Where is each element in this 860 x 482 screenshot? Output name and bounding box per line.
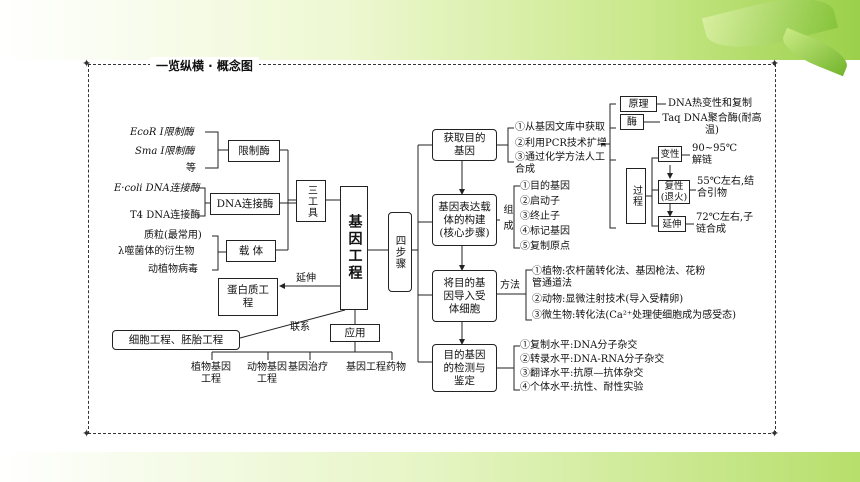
- four-steps-box: 四步骤: [388, 212, 412, 292]
- pcr-enzyme-box: 酶: [620, 114, 644, 130]
- application-box: 应用: [330, 324, 380, 342]
- apply-item-plant: 植物基因工程: [191, 362, 231, 385]
- step2-item-1: ①目的基因: [520, 181, 570, 192]
- step-build-vector: 基因表达载体的构建(核心步骤): [432, 194, 497, 246]
- enzyme-example-1: EcoR Ⅰ限制酶: [130, 127, 194, 138]
- page-title: 一览纵横 · 概念图: [150, 57, 259, 74]
- pcr-denature-text: 90~95℃解链: [692, 143, 738, 166]
- pcr-process-box: 过程: [626, 168, 646, 224]
- vector-example-1: 质粒(最常用): [144, 230, 202, 241]
- pcr-extension-text: 72℃左右,子链合成: [696, 212, 754, 235]
- extension-label: 延伸: [296, 273, 316, 284]
- step4-item-4: ④个体水平:抗性、耐性实验: [520, 382, 644, 393]
- corner-ornament-bottom-left: ✦: [82, 427, 92, 440]
- pcr-principle-box: 原理: [620, 96, 657, 112]
- step2-item-5: ⑤复制原点: [520, 241, 570, 252]
- vector-example-3: 动植物病毒: [148, 264, 198, 275]
- ligase-example-2: T4 DNA连接酶: [130, 210, 201, 221]
- corner-ornament-top-right: ✦: [770, 57, 780, 70]
- three-tools-box: 三工具: [296, 180, 326, 222]
- vector-example-2: λ噬菌体的衍生物: [118, 246, 195, 257]
- pcr-anneal-text: 55℃左右,结合引物: [697, 176, 755, 199]
- step2-composition-label: 组成: [501, 204, 512, 236]
- pcr-anneal-box: 复性(退火): [658, 180, 690, 204]
- apply-item-gene-therapy: 基因治疗: [288, 362, 328, 373]
- step1-item-3: ③通过化学方法人工合成: [515, 152, 605, 175]
- step3-item-3: ③微生物:转化法(Ca²⁺处理使细胞成为感受态): [532, 310, 737, 321]
- vector-box: 载 体: [226, 240, 276, 262]
- step2-item-2: ②启动子: [520, 196, 560, 207]
- ligase-example-1: E·coli DNA连接酶: [114, 183, 200, 194]
- relation-label: 联系: [290, 322, 310, 333]
- step3-item-2: ②动物:显微注射技术(导入受精卵): [532, 294, 684, 305]
- corner-ornament-top-left: ✦: [82, 57, 92, 70]
- step4-item-3: ③翻译水平:抗原—抗体杂交: [520, 368, 644, 379]
- step3-item-1: ①植物:农杆菌转化法、基因枪法、花粉管通道法: [532, 266, 706, 289]
- genetic-engineering-center: 基因工程: [340, 186, 368, 310]
- corner-ornament-bottom-right: ✦: [770, 427, 780, 440]
- step-introduce-gene: 将目的基因导入受体细胞: [432, 270, 497, 322]
- cell-embryo-engineering-box: 细胞工程、胚胎工程: [112, 330, 240, 350]
- enzyme-example-3: 等: [186, 163, 196, 174]
- concept-map-frame: [88, 64, 776, 434]
- footer-gradient-band: [0, 452, 860, 482]
- protein-engineering-box: 蛋白质工程: [218, 278, 278, 316]
- step-obtain-gene: 获取目的基因: [432, 129, 497, 161]
- step2-item-4: ④标记基因: [520, 226, 570, 237]
- apply-item-animal: 动物基因工程: [247, 362, 287, 385]
- step4-item-1: ①复制水平:DNA分子杂交: [520, 340, 638, 351]
- pcr-enzyme-text: Taq DNA聚合酶(耐高温): [662, 113, 762, 136]
- dna-ligase-box: DNA连接酶: [210, 193, 280, 215]
- pcr-principle-text: DNA热变性和复制: [668, 98, 752, 109]
- step4-item-2: ②转录水平:DNA-RNA分子杂交: [520, 354, 665, 365]
- apply-item-drugs: 基因工程药物: [346, 362, 406, 373]
- restriction-enzyme-box: 限制酶: [228, 140, 280, 162]
- step1-item-1: ①从基因文库中获取: [515, 122, 605, 133]
- pcr-denature-box: 变性: [658, 146, 682, 162]
- step2-item-3: ③终止子: [520, 211, 560, 222]
- pcr-extension-box: 延伸: [658, 216, 686, 232]
- step1-item-2: ②利用PCR技术扩增: [515, 138, 607, 149]
- step-detect-identify: 目的基因的检测与鉴定: [432, 344, 497, 392]
- step3-method-label: 方法: [500, 280, 520, 291]
- enzyme-example-2: Sma Ⅰ限制酶: [135, 146, 195, 157]
